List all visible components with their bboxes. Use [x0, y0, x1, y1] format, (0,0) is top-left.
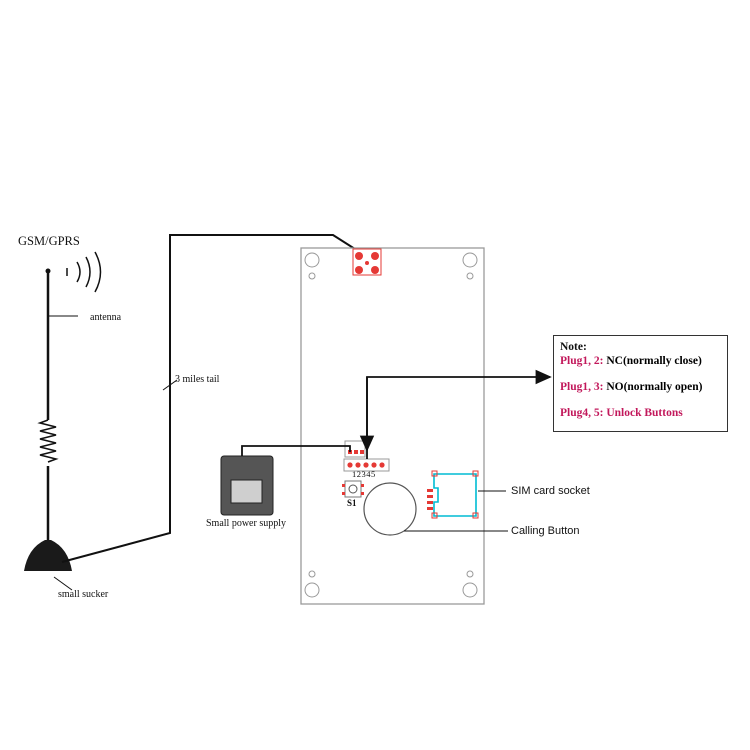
sim-socket: [427, 470, 479, 519]
note-desc-3: Unlock Buttons: [606, 407, 683, 419]
sucker-label: small sucker: [58, 589, 109, 600]
note-line-3: Plug4, 5: Unlock Buttons: [560, 407, 683, 419]
note-desc-1: NC(normally close): [606, 355, 702, 367]
note-desc-2: NO(normally open): [606, 381, 703, 393]
tail-label: 3 miles tail: [175, 374, 220, 385]
relay-output-wire: [359, 369, 552, 459]
note-plug-2: Plug1, 3:: [560, 381, 604, 393]
power-supply: [220, 455, 274, 516]
antenna: [37, 268, 78, 540]
s1-label: S1: [347, 498, 357, 508]
signal-waves-icon: [66, 251, 102, 293]
power-wire: [241, 445, 351, 456]
calling-label: Calling Button: [511, 525, 580, 537]
power-label: Small power supply: [206, 518, 286, 529]
gsm-label: GSM/GPRS: [18, 234, 80, 248]
pcb-board: [300, 247, 485, 605]
note-line-2: Plug1, 3: NO(normally open): [560, 381, 702, 393]
calling-button: [363, 482, 417, 536]
antenna-cable: [61, 234, 367, 563]
terminal-block: [343, 458, 390, 472]
note-title: Note:: [560, 341, 587, 353]
antenna-connector: [352, 248, 382, 276]
s1-switch: [342, 480, 364, 498]
note-plug-3: Plug4, 5:: [560, 407, 604, 419]
relay-connector: [344, 440, 366, 458]
sim-label: SIM card socket: [511, 485, 590, 497]
small-sucker: [24, 540, 73, 591]
note-line-1: Plug1, 2: NC(normally close): [560, 355, 702, 367]
pins-label: 12345: [352, 469, 376, 479]
note-plug-1: Plug1, 2:: [560, 355, 604, 367]
antenna-label: antenna: [90, 312, 122, 323]
note-box: Note: Plug1, 2: NC(normally close) Plug1…: [553, 335, 728, 432]
